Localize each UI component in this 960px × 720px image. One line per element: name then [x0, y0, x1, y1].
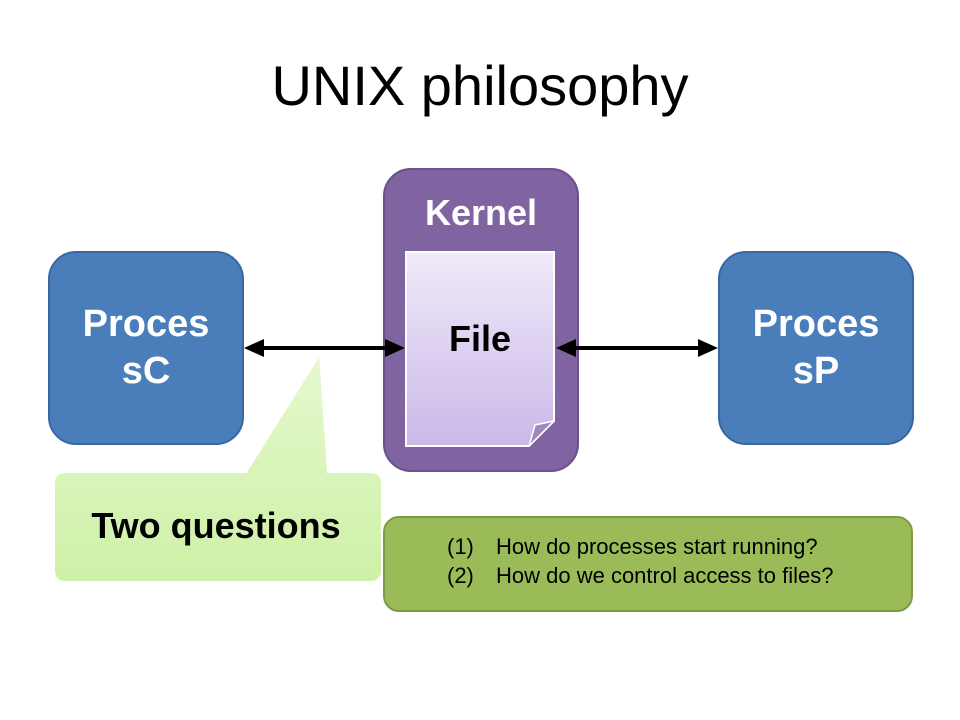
- callout-label: Two questions: [91, 505, 341, 546]
- callout-bubble: [53, 350, 383, 583]
- process-c-label-line2: sC: [121, 350, 171, 392]
- arrow-left-double: [244, 339, 405, 357]
- file-icon: [405, 251, 555, 447]
- kernel-label: Kernel: [424, 192, 538, 233]
- arrow-right-double: [556, 339, 718, 357]
- process-c-box: Proces sC: [48, 251, 244, 445]
- question-item: (1) How do processes start running?: [447, 534, 856, 559]
- process-p-box: Proces sP: [718, 251, 914, 445]
- question-number: (1): [447, 534, 474, 559]
- process-c-label-line1: Proces: [82, 302, 210, 345]
- questions-box: (1) How do processes start running? (2) Ho…: [383, 516, 913, 612]
- process-p-label-line2: sP: [792, 350, 840, 392]
- question-item: (2) How do we control access to files?: [447, 563, 856, 588]
- file-label: File: [448, 318, 511, 359]
- question-text: How do processes start running?: [496, 534, 818, 559]
- slide-title: UNIX philosophy: [271, 54, 689, 117]
- question-number: (2): [447, 563, 474, 588]
- process-p-label-line1: Proces: [752, 302, 880, 345]
- question-text: How do we control access to files?: [496, 563, 834, 588]
